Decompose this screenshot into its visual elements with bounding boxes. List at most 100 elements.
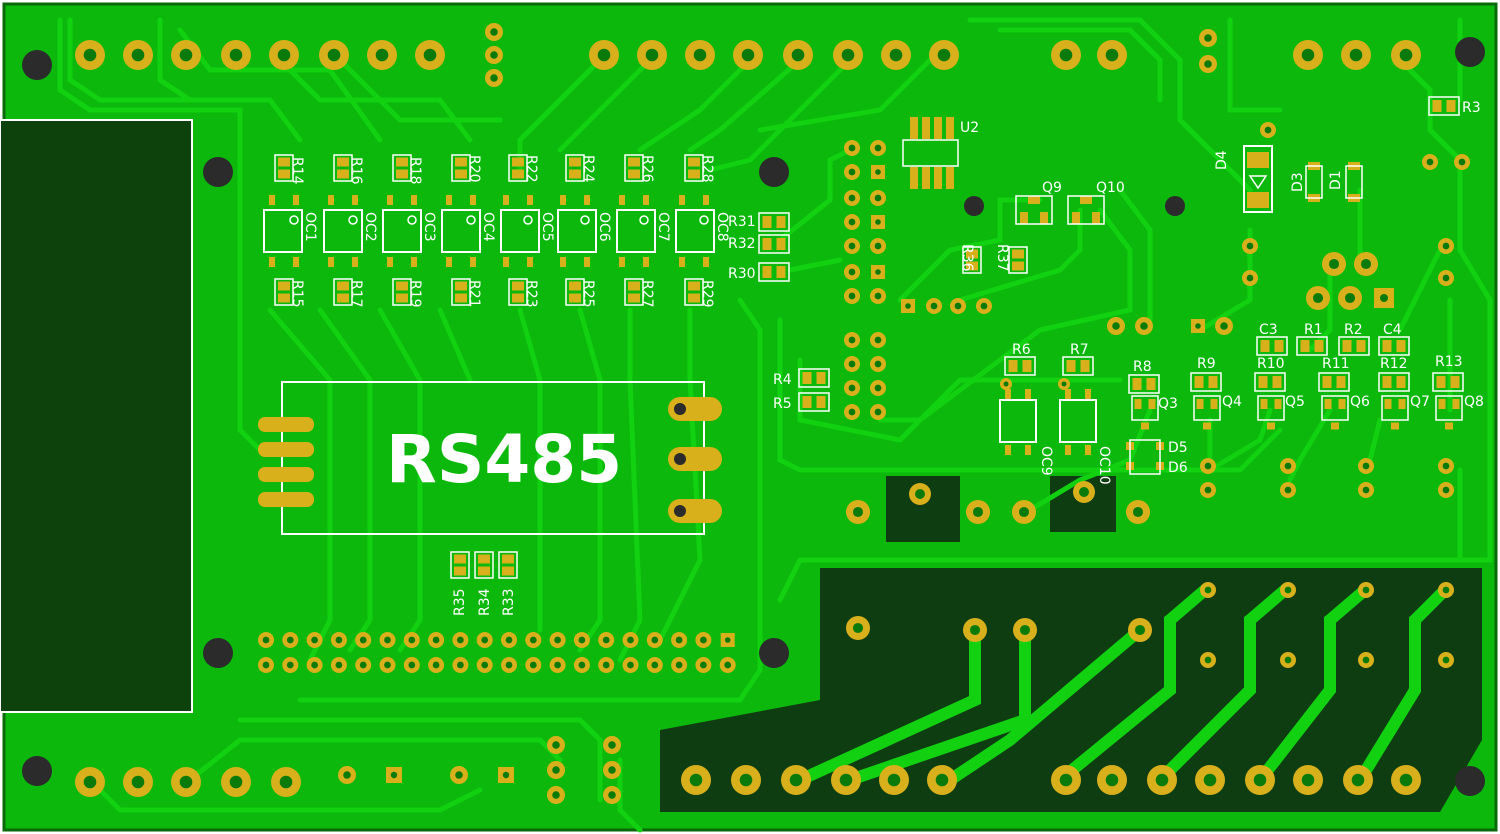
smd-pad xyxy=(1260,399,1268,409)
smd-pad xyxy=(503,195,509,205)
resistor-outline xyxy=(1128,374,1160,394)
pad-drill xyxy=(627,661,634,669)
pad-drill xyxy=(131,48,145,62)
smd-pad xyxy=(934,167,942,189)
resistor-outline xyxy=(274,278,294,306)
pin1-marker xyxy=(523,215,533,225)
smd-pad xyxy=(1022,360,1032,372)
smd-pad xyxy=(1012,249,1024,259)
pad-drill xyxy=(578,661,586,669)
oc-outlines xyxy=(263,209,1097,443)
pad-drill xyxy=(1284,656,1292,664)
smd-pad xyxy=(1272,376,1282,388)
pad-drill xyxy=(1362,586,1370,594)
resistor-outline xyxy=(1004,356,1036,376)
smd-pad xyxy=(643,195,649,205)
pad-drill xyxy=(848,194,856,202)
smd-pad xyxy=(628,157,640,167)
pad-drill xyxy=(1155,773,1169,787)
smd-pad xyxy=(396,293,408,303)
pad-drill xyxy=(1059,48,1073,62)
pad-drill xyxy=(874,292,882,300)
pad-drill xyxy=(597,48,611,62)
pad-drill xyxy=(693,48,707,62)
smd-pad xyxy=(352,195,358,205)
label-oc2: OC2 xyxy=(362,212,378,242)
pad-drill xyxy=(279,775,293,789)
transistor-outline xyxy=(1435,395,1463,421)
smd-pad xyxy=(502,554,514,564)
pin1-marker xyxy=(466,215,476,225)
pad-drill xyxy=(839,773,853,787)
label-r25: R25 xyxy=(580,280,596,308)
label-r3: R3 xyxy=(1462,100,1481,116)
pad-drill xyxy=(327,48,341,62)
pad-drill xyxy=(848,144,856,152)
pad-drill xyxy=(1203,773,1217,787)
label-d6: D6 xyxy=(1168,460,1188,476)
smd-pad xyxy=(527,195,533,205)
pad-drill xyxy=(359,661,367,669)
label-r33: R33 xyxy=(501,588,517,616)
pad-drill xyxy=(262,661,270,669)
pad-drill xyxy=(874,360,882,368)
smd-pad xyxy=(269,257,275,267)
smd-pad xyxy=(1382,340,1392,352)
label-r18: R18 xyxy=(407,157,423,185)
pad-drill xyxy=(481,661,489,669)
smd-pad xyxy=(703,195,709,205)
pad-drill xyxy=(874,144,882,152)
pad-drill xyxy=(937,48,951,62)
label-q3: Q3 xyxy=(1158,396,1178,412)
pad-drill xyxy=(1195,323,1201,329)
label-d5: D5 xyxy=(1168,440,1188,456)
smd-pad xyxy=(1247,192,1269,208)
smd-pad xyxy=(1396,376,1406,388)
pad-drill xyxy=(1059,773,1073,787)
label-oc3: OC3 xyxy=(421,212,437,242)
resistor-outline xyxy=(1318,372,1350,392)
pad-drill xyxy=(311,636,318,644)
transistor-outline xyxy=(1131,395,1159,421)
resistor-outline xyxy=(758,212,790,232)
smd-pad xyxy=(337,169,349,179)
pin1-marker xyxy=(289,215,299,225)
pad-drill xyxy=(311,661,318,669)
pad-drill xyxy=(724,661,732,669)
left-connector-block xyxy=(0,119,193,713)
smd-pad xyxy=(1300,340,1310,352)
d5-d6-outline xyxy=(1129,439,1161,475)
smd-pad xyxy=(1085,389,1091,399)
transistor-outline xyxy=(1067,195,1105,225)
pad-drill xyxy=(1301,773,1315,787)
pad-drill xyxy=(875,219,881,225)
label-d4: D4 xyxy=(1214,150,1230,170)
smd-pad xyxy=(619,257,625,267)
smd-pad xyxy=(278,293,290,303)
d1-outline xyxy=(1345,165,1363,199)
pad-drill xyxy=(335,636,343,644)
pad-drill xyxy=(423,48,437,62)
label-r27: R27 xyxy=(639,280,655,308)
smd-pad xyxy=(1203,422,1211,430)
smd-pad xyxy=(446,257,452,267)
pad-drill xyxy=(954,302,962,310)
pad-drill xyxy=(552,766,560,774)
resistor-outline xyxy=(508,154,528,182)
pad-drill xyxy=(1079,487,1089,497)
label-r26: R26 xyxy=(639,155,655,183)
smd-pad xyxy=(1080,360,1090,372)
label-oc10: OC10 xyxy=(1096,446,1112,485)
pad-drill xyxy=(887,773,901,787)
smd-pad xyxy=(502,566,514,576)
transistor-outline xyxy=(1321,395,1349,421)
pad-drill xyxy=(1019,624,1031,636)
label-r20: R20 xyxy=(466,155,482,183)
pad-drill xyxy=(874,194,882,202)
smd-pad xyxy=(1066,360,1076,372)
pad-drill xyxy=(1246,242,1254,250)
smd-pad xyxy=(1331,422,1339,430)
pad-drill xyxy=(1301,48,1315,62)
pad-drill xyxy=(1442,242,1450,250)
pad-drill xyxy=(602,636,610,644)
